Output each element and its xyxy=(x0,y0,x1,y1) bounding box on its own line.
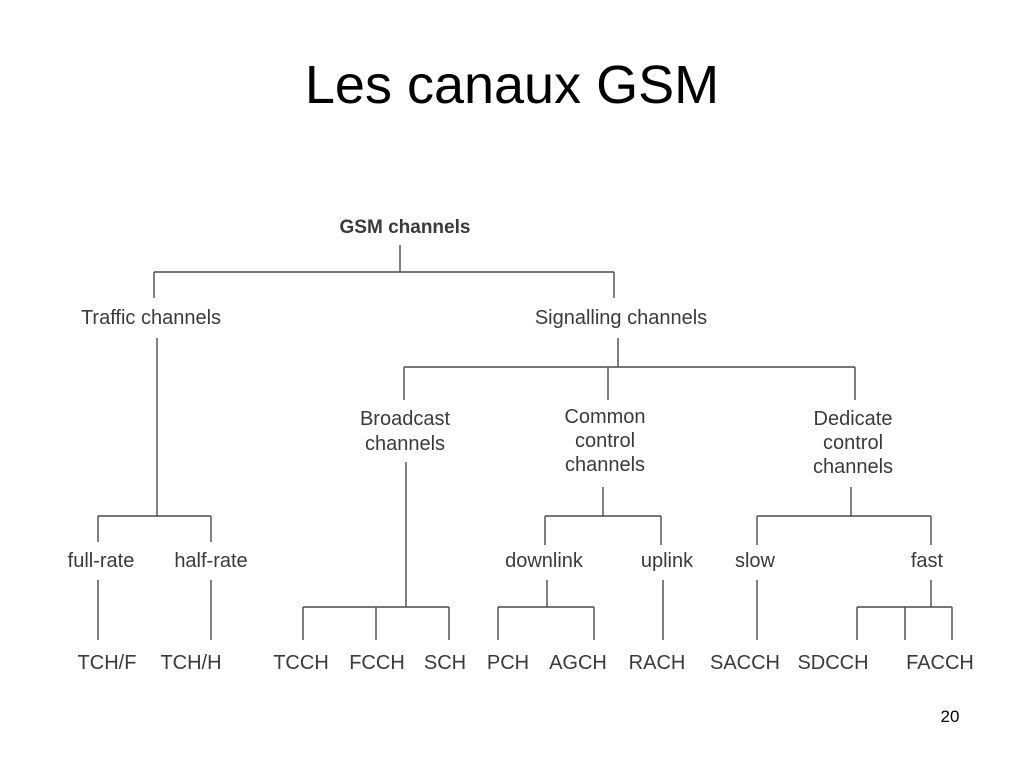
common-label-line3: channels xyxy=(565,454,645,476)
sch-label: SCH xyxy=(424,652,466,674)
broadcast-label-line1: Broadcast xyxy=(360,408,450,430)
facch-label: FACCH xyxy=(906,652,974,674)
common-label-line2: control xyxy=(575,430,635,452)
rach-label: RACH xyxy=(629,652,686,674)
root-node-label: GSM channels xyxy=(340,217,471,238)
slow-label: slow xyxy=(735,550,776,572)
traffic-channels-label: Traffic channels xyxy=(81,307,221,329)
sacch-label: SACCH xyxy=(710,652,780,674)
sdcch-label: SDCCH xyxy=(797,652,868,674)
tch-f-label: TCH/F xyxy=(78,652,137,674)
fcch-label: FCCH xyxy=(349,652,405,674)
dedicated-label-line1: Dedicate xyxy=(814,408,893,430)
page-number: 20 xyxy=(940,707,960,726)
tree-connectors xyxy=(97,245,953,640)
broadcast-label-line2: channels xyxy=(365,433,445,455)
fast-label: fast xyxy=(911,550,944,572)
pch-label: PCH xyxy=(487,652,529,674)
tree-labels: GSM channels Traffic channels Signalling… xyxy=(68,217,974,674)
agch-label: AGCH xyxy=(549,652,607,674)
full-rate-label: full-rate xyxy=(68,550,135,572)
signalling-channels-label: Signalling channels xyxy=(535,307,707,329)
dedicated-label-line3: channels xyxy=(813,456,893,478)
slide-title: Les canaux GSM xyxy=(304,55,720,115)
downlink-label: downlink xyxy=(505,550,584,572)
half-rate-label: half-rate xyxy=(174,550,247,572)
gsm-channel-tree: GSM channels Traffic channels Signalling… xyxy=(68,217,974,674)
dedicated-label-line2: control xyxy=(823,432,883,454)
uplink-label: uplink xyxy=(641,550,694,572)
common-label-line1: Common xyxy=(564,406,645,428)
tch-h-label: TCH/H xyxy=(160,652,221,674)
tcch-label: TCCH xyxy=(273,652,329,674)
